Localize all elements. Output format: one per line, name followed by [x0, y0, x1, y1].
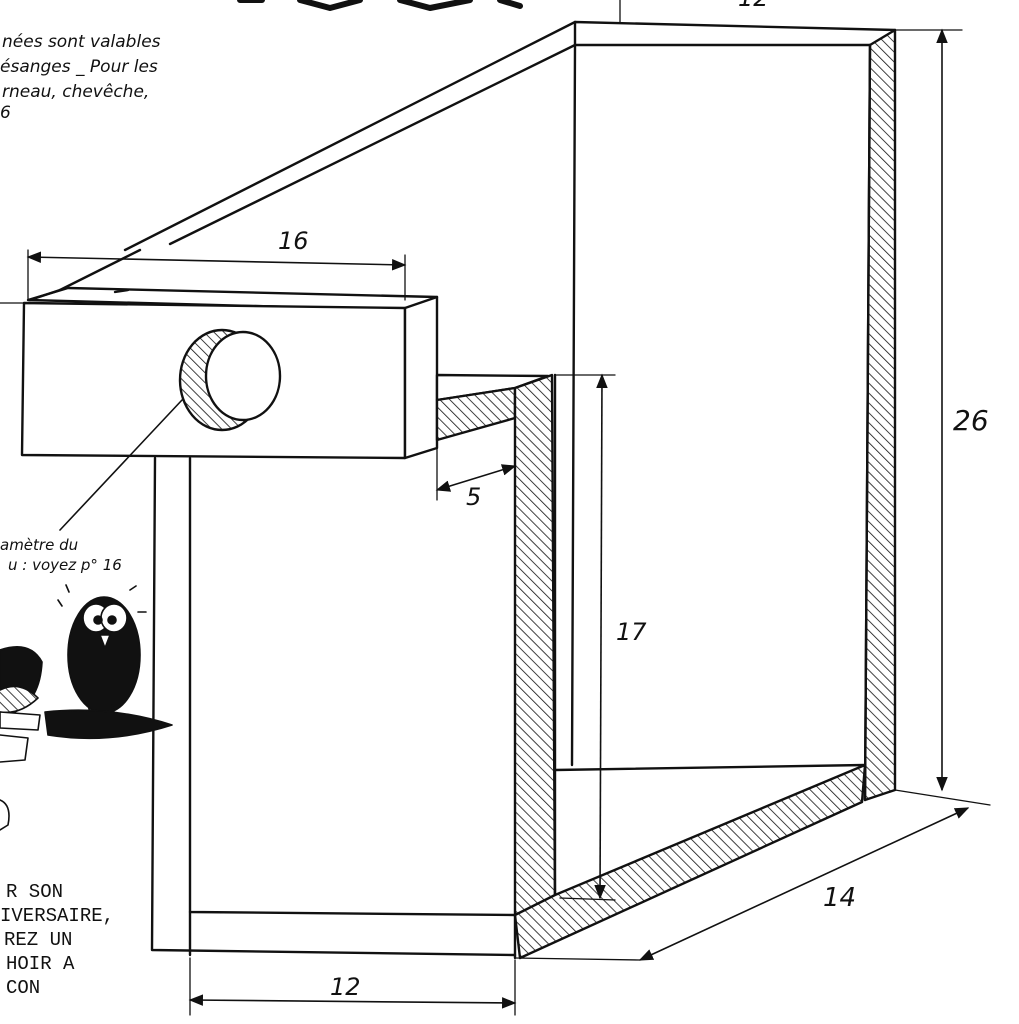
top-note: nées sont valables ésanges _ Pour les rn… — [0, 30, 161, 123]
hole-note-line: amètre du — [0, 536, 79, 554]
roof-slope-edge-inner — [168, 43, 577, 246]
dim-line-roof-width — [26, 251, 407, 271]
dim-label-top-cut: 12 — [738, 0, 769, 12]
bottom-note-line: HOIR A — [6, 953, 75, 975]
dim-label-roof-width: 16 — [278, 227, 309, 255]
bottom-note-line: IVERSAIRE, — [0, 905, 115, 927]
back-inner-edge — [570, 43, 577, 767]
top-note-line: 6 — [0, 103, 11, 123]
dim-line-inner-height — [594, 373, 608, 900]
dim-label-ledge: 5 — [466, 483, 481, 511]
bottom-note-line: R SON — [6, 881, 64, 903]
front-panel-left-edge — [150, 456, 517, 957]
floor-back-edge — [553, 763, 867, 772]
top-note-line: rneau, chevêche, — [2, 82, 150, 102]
owl-illustration — [44, 584, 173, 740]
bird-illustration — [0, 646, 43, 831]
bottom-note-line: CON — [6, 977, 41, 999]
top-note-line: ésanges _ Pour les — [0, 57, 158, 77]
dim-label-depth: 14 — [823, 883, 856, 913]
front-panel-inner-left — [188, 456, 517, 917]
roof-block-side — [403, 295, 439, 460]
dim-line-front-width — [188, 994, 517, 1009]
dim-label-height-right: 26 — [953, 404, 989, 437]
roof-slope-edge — [123, 20, 897, 252]
dim-label-front-width: 12 — [330, 973, 361, 1001]
title-fragment — [237, 0, 523, 11]
bottom-note: R SON IVERSAIRE, REZ UN HOIR A CON — [0, 880, 114, 1000]
front-post-hatched — [513, 373, 557, 917]
floor-hatched — [513, 763, 867, 960]
dim-line-depth — [638, 807, 970, 961]
entrance-hole — [204, 330, 282, 422]
dim-line-ledge — [435, 464, 517, 492]
hole-note: amètre du u : voyez p° 16 — [0, 535, 122, 575]
hole-note-line: u : voyez p° 16 — [8, 556, 122, 574]
top-note-line: nées sont valables — [2, 32, 161, 52]
bottom-note-line: REZ UN — [4, 929, 73, 951]
dim-label-inner-height: 17 — [616, 618, 647, 646]
leader-line — [59, 399, 183, 531]
